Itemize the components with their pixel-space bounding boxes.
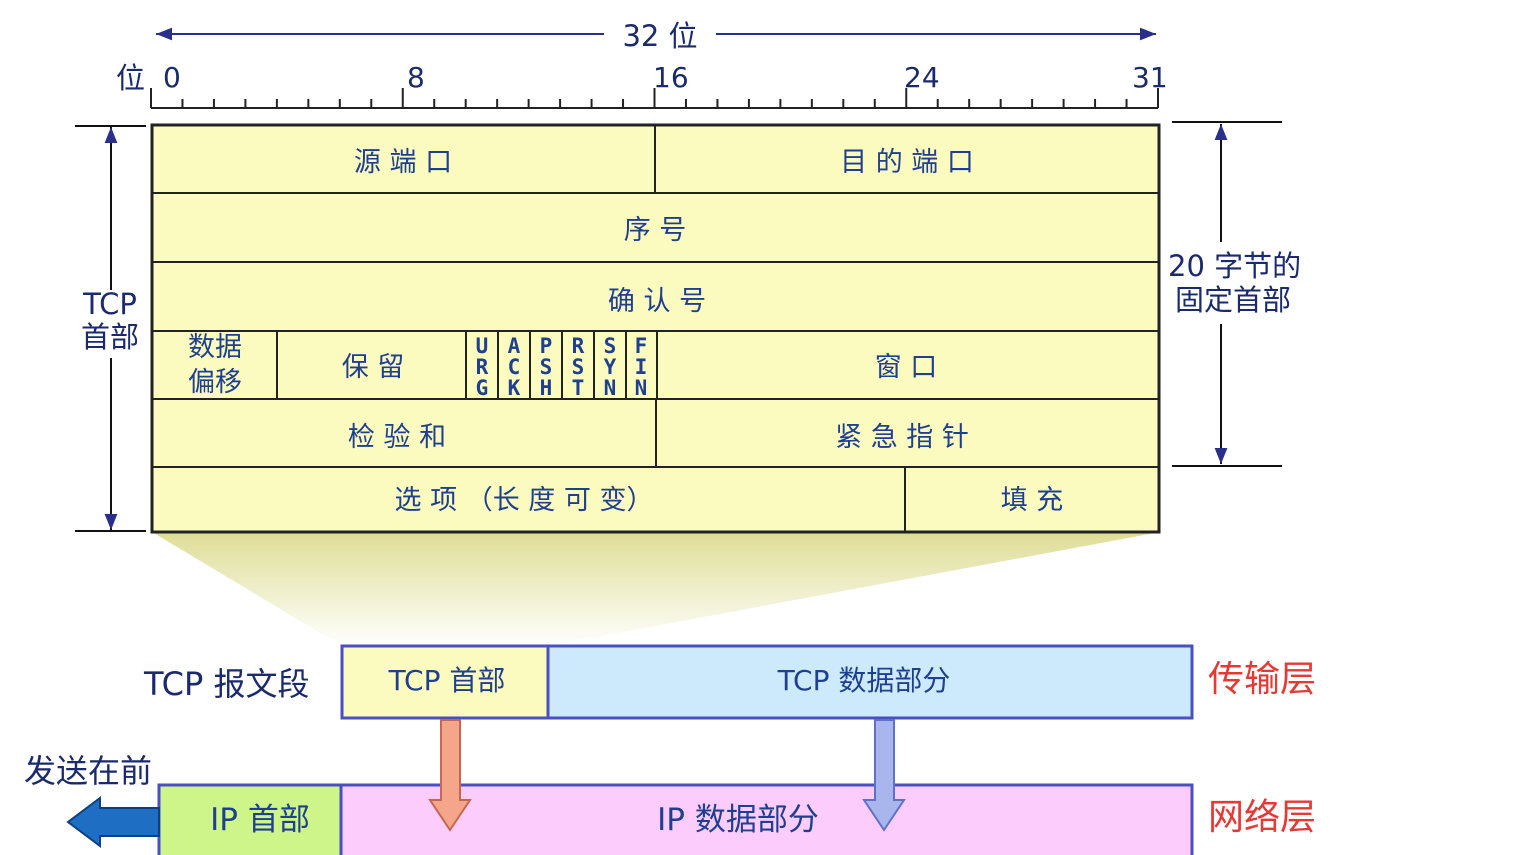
ip-header-block — [157, 783, 343, 855]
tcp-segment-label: TCP 报文段 — [144, 665, 310, 703]
field-padding: 填 充 — [1000, 485, 1064, 516]
network-layer-label: 网络层 — [1208, 797, 1317, 838]
field-data-offset-2: 偏移 — [188, 367, 242, 398]
tick-label-8: 8 — [407, 61, 425, 94]
tcp-header-block — [340, 644, 550, 720]
bit-ruler-ticks — [150, 88, 1159, 108]
tick-label-31: 31 — [1132, 61, 1168, 94]
tick-label-0: 0 — [163, 61, 181, 94]
fixed-header-label-2: 固定首部 — [1175, 283, 1292, 317]
tcp-data-block — [546, 644, 1194, 720]
transport-layer-label: 传输层 — [1208, 659, 1317, 700]
field-sequence-number: 序 号 — [623, 215, 687, 246]
bit-label: 位 — [116, 61, 146, 95]
ip-header-block-label: IP 首部 — [210, 802, 310, 838]
send-first-arrow — [66, 796, 160, 848]
expansion-funnel — [152, 532, 1160, 646]
tcp-data-block-label: TCP 数据部分 — [777, 664, 951, 697]
tcp-header-block-label: TCP 首部 — [388, 664, 506, 697]
fixed-header-bracket — [1172, 121, 1282, 467]
field-destination-port: 目 的 端 口 — [840, 147, 974, 178]
tcp-header-side-label-2: 首部 — [80, 320, 140, 354]
fixed-header-label-1: 20 字节的 — [1168, 249, 1302, 283]
tcp-header-side-label-1: TCP — [83, 287, 137, 321]
field-urgent-pointer: 紧 急 指 针 — [835, 422, 969, 453]
tcp-header-down-arrow — [428, 719, 472, 832]
field-ack-number: 确 认 号 — [607, 286, 707, 317]
field-checksum: 检 验 和 — [347, 422, 447, 453]
field-reserved: 保 留 — [341, 352, 405, 383]
field-data-offset-1: 数据 — [188, 332, 242, 363]
send-first-label: 发送在前 — [24, 752, 153, 790]
field-options: 选 项 （长 度 可 变） — [394, 485, 654, 516]
field-source-port: 源 端 口 — [353, 147, 453, 178]
tick-label-24: 24 — [904, 61, 940, 94]
tcp-header-bracket — [75, 125, 146, 532]
tick-label-16: 16 — [653, 61, 689, 94]
ip-data-block — [339, 783, 1194, 855]
tcp-data-down-arrow — [862, 719, 906, 832]
ip-data-block-label: IP 数据部分 — [657, 802, 819, 838]
width-label: 32 位 — [622, 19, 698, 53]
column-dividers — [276, 125, 906, 532]
field-window: 窗 口 — [874, 352, 938, 383]
